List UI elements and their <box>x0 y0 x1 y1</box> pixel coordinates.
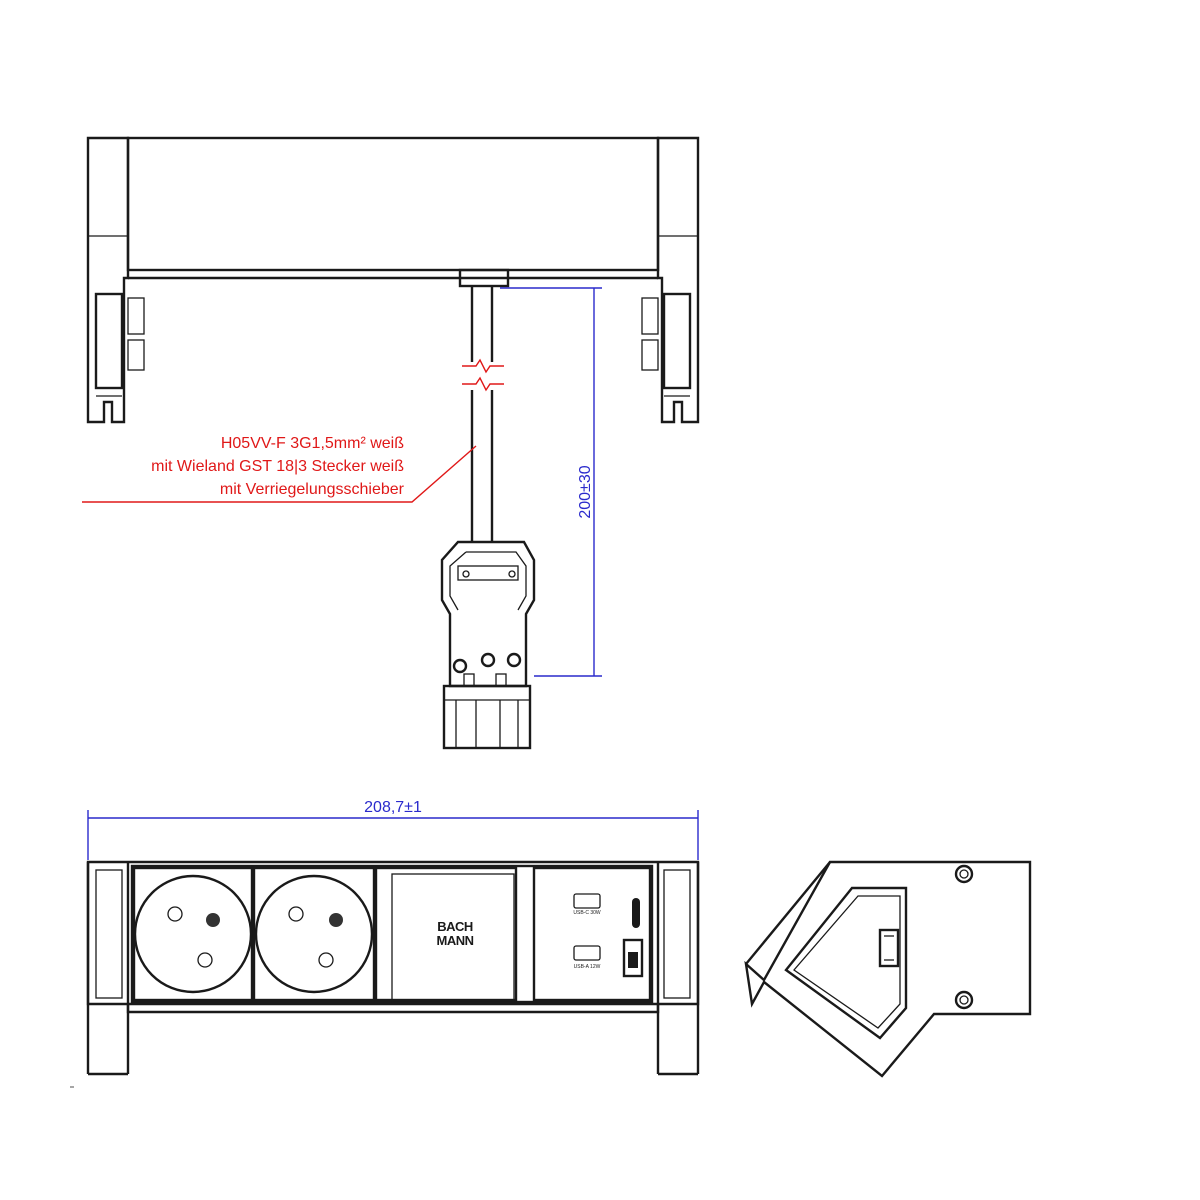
side-view <box>744 860 1032 1078</box>
cable-length-dimension: 200±30 <box>500 287 602 677</box>
screw-icon <box>954 990 974 1010</box>
cable <box>462 286 504 542</box>
top-view: 200±30 H05VV-F 3G1,5mm² weiß mit Wieland… <box>82 136 700 750</box>
usb-c-icon <box>573 893 601 909</box>
cable-note-line1: H05VV-F 3G1,5mm² weiß <box>221 435 404 452</box>
cable-break-mark <box>462 358 504 374</box>
french-socket-2 <box>252 866 376 1002</box>
brand-logo-line1: BACH <box>437 919 473 934</box>
side-profile-outline <box>744 860 1032 1078</box>
front-view: 208,7±1 <box>86 799 700 1076</box>
screw-icon <box>954 864 974 884</box>
cable-annotation: H05VV-F 3G1,5mm² weiß mit Wieland GST 18… <box>82 435 477 503</box>
side-latch <box>878 928 900 968</box>
wieland-connector <box>440 540 536 750</box>
side-profile-inner <box>784 886 908 1040</box>
left-bracket <box>86 136 145 424</box>
right-bracket <box>641 136 700 424</box>
usb-c-port <box>632 898 640 928</box>
usb-a-label: USB-A 12W <box>574 964 601 970</box>
usb-charger-module: USB-C 30W USB-A 12W <box>532 866 652 1002</box>
cable-gland <box>458 268 510 288</box>
cable-length-label: 200±30 <box>577 465 594 518</box>
usb-a-icon <box>573 945 601 961</box>
usb-a-port <box>622 938 644 978</box>
usb-c-label: USB-C 30W <box>573 910 601 916</box>
cable-note-line2: mit Wieland GST 18|3 Stecker weiß <box>151 458 404 475</box>
brand-logo-line2: MANN <box>437 933 474 948</box>
french-socket-1 <box>132 866 254 1002</box>
top-view-body <box>126 136 660 272</box>
brand-blank-module: BACH MANN <box>374 866 518 1003</box>
width-dimension: 208,7±1 <box>87 799 699 860</box>
total-width-label: 208,7±1 <box>364 799 422 816</box>
cable-note-line3: mit Verriegelungsschieber <box>220 481 405 498</box>
